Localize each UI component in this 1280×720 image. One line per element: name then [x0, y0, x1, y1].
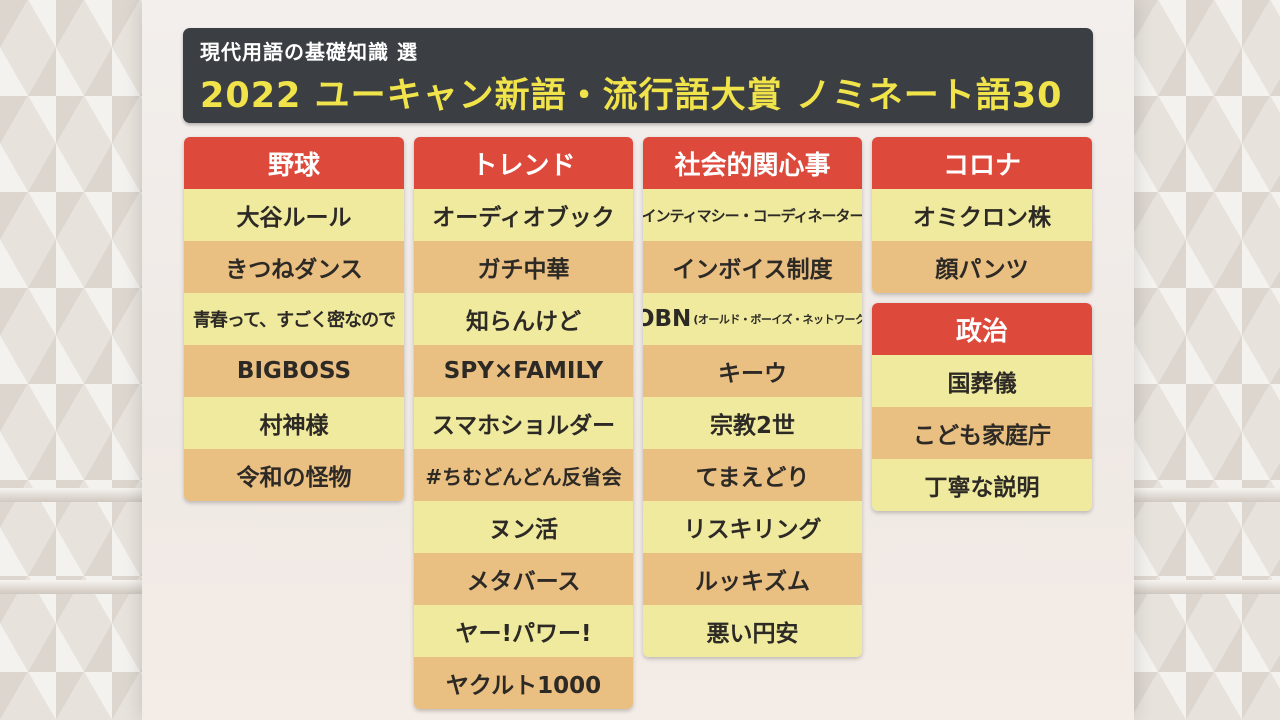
- term-cell: 知らんけど: [414, 293, 633, 345]
- category-header-baseball: 野球: [184, 137, 404, 189]
- term-cell: #ちむどんどん反省会: [414, 449, 633, 501]
- category-header-social: 社会的関心事: [643, 137, 862, 189]
- wall-molding-right: [1130, 488, 1280, 502]
- term-cell: 令和の怪物: [184, 449, 404, 501]
- term-cell: キーウ: [643, 345, 862, 397]
- term-cell: てまえどり: [643, 449, 862, 501]
- term-cell: ガチ中華: [414, 241, 633, 293]
- term-cell: 大谷ルール: [184, 189, 404, 241]
- term-cell: 宗教2世: [643, 397, 862, 449]
- term-cell: こども家庭庁: [872, 407, 1092, 459]
- term-cell: インティマシー・コーディネーター: [643, 189, 862, 241]
- category-header-politics: 政治: [872, 303, 1092, 355]
- term-cell: BIGBOSS: [184, 345, 404, 397]
- term-obn: OBN: [643, 306, 692, 332]
- term-cell: オーディオブック: [414, 189, 633, 241]
- term-cell: ヤクルト1000: [414, 657, 633, 709]
- background-wall-left: [0, 0, 150, 720]
- background-wall-right: [1130, 0, 1280, 720]
- banner-title: 2022 ユーキャン新語・流行語大賞 ノミネート語30: [200, 76, 1063, 116]
- term-cell: 顔パンツ: [872, 241, 1092, 293]
- wall-molding-left: [0, 488, 150, 502]
- category-baseball: 野球 大谷ルール きつねダンス 青春って、すごく密なので BIGBOSS 村神様…: [184, 137, 404, 501]
- category-social: 社会的関心事 インティマシー・コーディネーター インボイス制度 OBN (オール…: [643, 137, 862, 657]
- term-cell: 村神様: [184, 397, 404, 449]
- category-politics: 政治 国葬儀 こども家庭庁 丁寧な説明: [872, 303, 1092, 511]
- term-cell: リスキリング: [643, 501, 862, 553]
- category-corona: コロナ オミクロン株 顔パンツ: [872, 137, 1092, 293]
- term-cell: 青春って、すごく密なので: [184, 293, 404, 345]
- term-cell: スマホショルダー: [414, 397, 633, 449]
- term-cell-obn: OBN (オールド・ボーイズ・ネットワーク): [643, 293, 862, 345]
- term-cell: きつねダンス: [184, 241, 404, 293]
- term-cell: ルッキズム: [643, 553, 862, 605]
- term-cell: ヌン活: [414, 501, 633, 553]
- wall-molding-left-lower: [0, 580, 150, 594]
- category-header-corona: コロナ: [872, 137, 1092, 189]
- term-cell: 悪い円安: [643, 605, 862, 657]
- term-cell: ヤー!パワー!: [414, 605, 633, 657]
- term-cell: オミクロン株: [872, 189, 1092, 241]
- term-cell: 丁寧な説明: [872, 459, 1092, 511]
- title-banner: [183, 28, 1093, 123]
- category-header-trend: トレンド: [414, 137, 633, 189]
- term-obn-note: (オールド・ボーイズ・ネットワーク): [693, 313, 862, 326]
- term-cell: 国葬儀: [872, 355, 1092, 407]
- term-cell: SPY×FAMILY: [414, 345, 633, 397]
- banner-subtitle: 現代用語の基礎知識 選: [200, 40, 418, 64]
- category-trend: トレンド オーディオブック ガチ中華 知らんけど SPY×FAMILY スマホシ…: [414, 137, 633, 709]
- term-cell: インボイス制度: [643, 241, 862, 293]
- wall-molding-right-lower: [1130, 580, 1280, 594]
- term-cell: メタバース: [414, 553, 633, 605]
